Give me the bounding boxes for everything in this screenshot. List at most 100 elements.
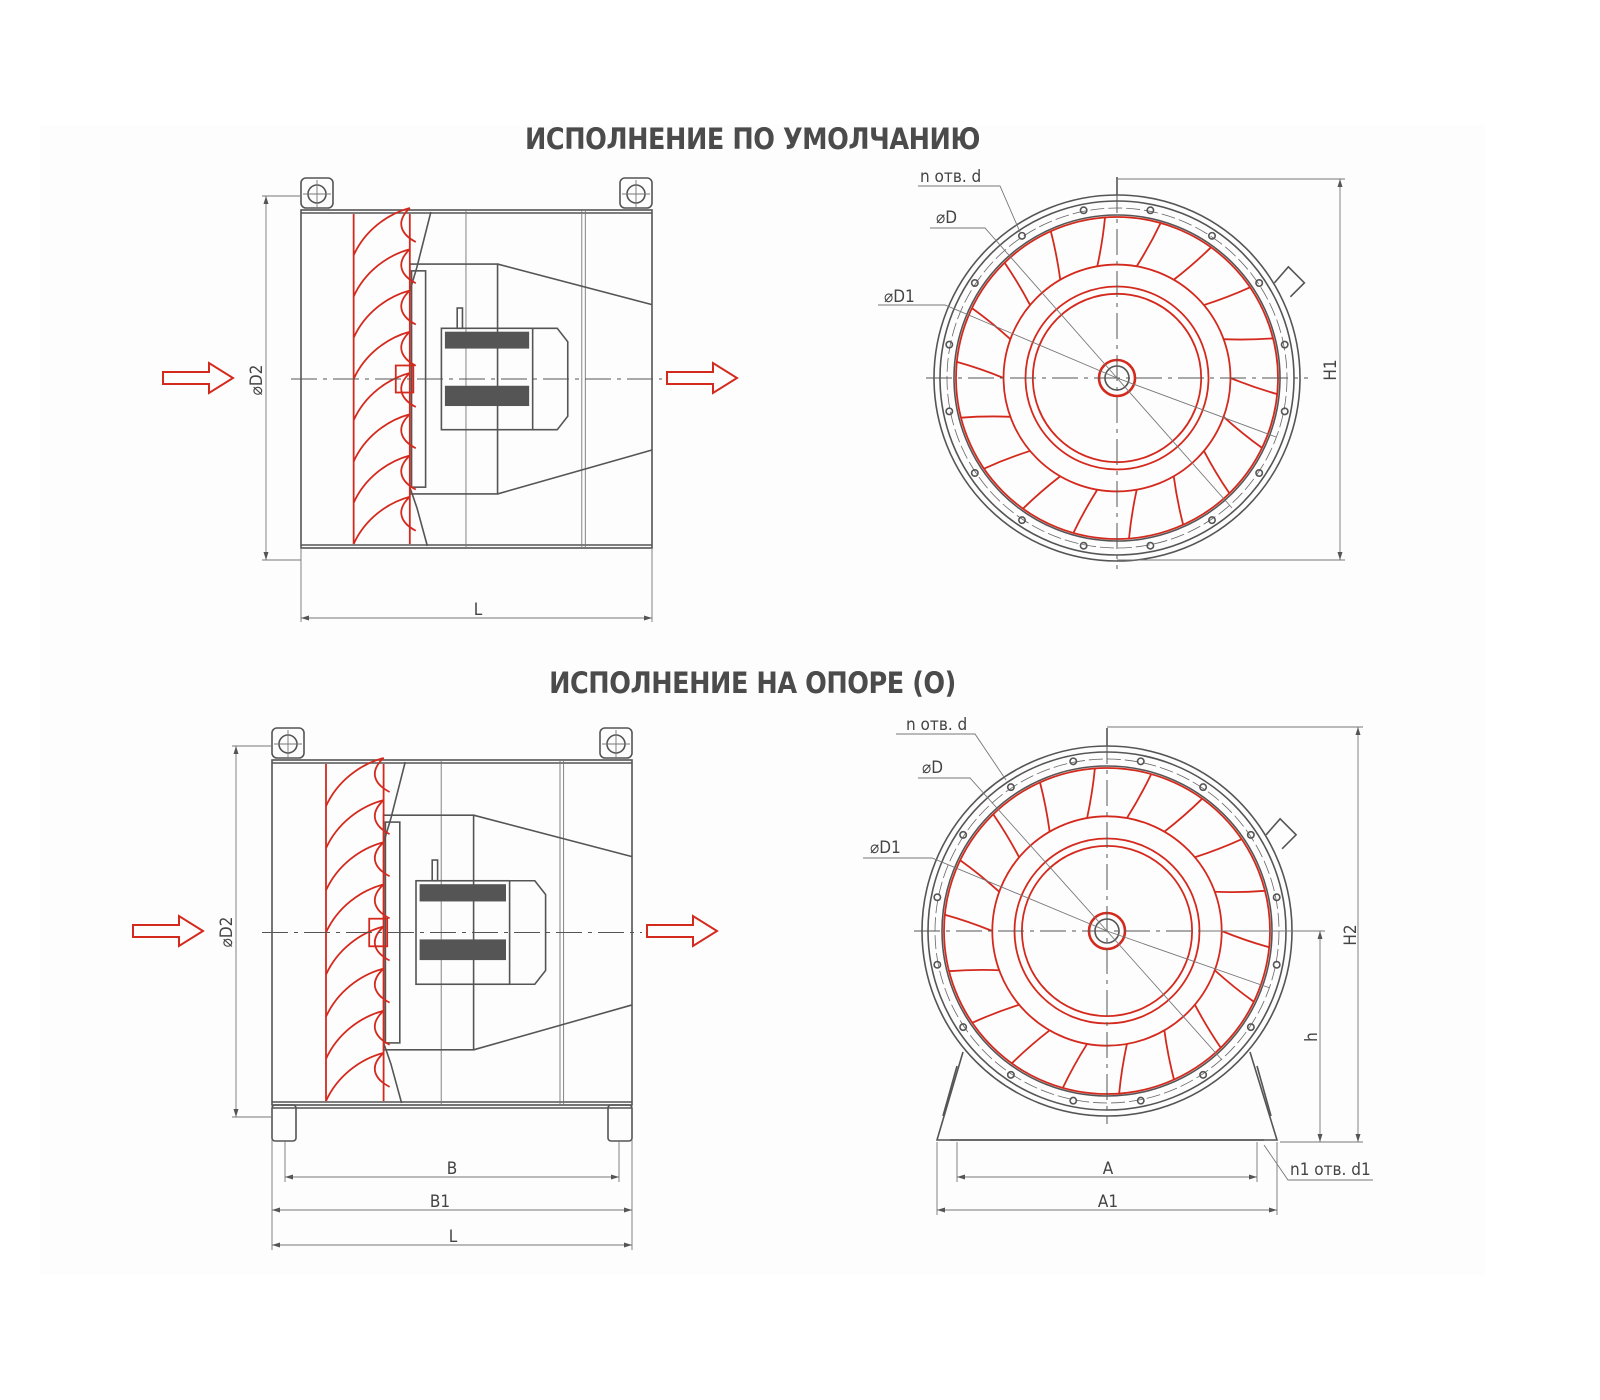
dimension-arrowhead — [1317, 931, 1323, 939]
dimension-arrowhead — [272, 1242, 280, 1248]
impeller-blade — [1086, 768, 1096, 819]
dim-d2-label: ⌀D2 — [217, 917, 237, 948]
impeller-blade — [325, 1009, 391, 1060]
terminal-box — [431, 859, 439, 882]
impeller-blade — [1011, 1029, 1051, 1064]
impeller-blade — [1126, 773, 1153, 819]
side-view-body — [262, 727, 642, 1142]
leader-d1 — [878, 304, 1277, 438]
leader-d — [930, 227, 1233, 509]
bolt-hole-icon — [945, 407, 954, 416]
dimension-arrowhead — [644, 615, 652, 621]
impeller-blade — [352, 454, 417, 504]
impeller-blade — [959, 859, 1000, 893]
impeller-blade — [1203, 286, 1251, 306]
bolt-hole-icon — [1246, 1023, 1255, 1032]
dimension-arrowhead — [957, 1174, 965, 1180]
bolt-hole-icon — [1146, 206, 1155, 215]
impeller-blade — [1049, 231, 1062, 280]
impeller-blade — [1061, 1043, 1088, 1089]
impeller-blade — [352, 330, 417, 380]
dim-h1-label: H1 — [1321, 359, 1341, 380]
bolt-hole-icon — [933, 960, 942, 969]
dimension-arrowhead — [1337, 179, 1343, 187]
bolt-hole-icon — [1255, 469, 1264, 478]
dimension-arrowhead — [1355, 1134, 1361, 1142]
impeller-blade — [1022, 475, 1061, 510]
motor-end-cap — [509, 879, 547, 986]
impeller-blade — [325, 967, 391, 1018]
impeller-blade — [1214, 889, 1266, 893]
impeller-blade — [944, 913, 993, 932]
impeller-blade — [1203, 450, 1231, 494]
impeller-blade — [956, 361, 1004, 379]
dimension-arrowhead — [263, 552, 269, 560]
motor-fins — [419, 884, 506, 902]
bolt-hole-icon — [1272, 960, 1281, 969]
dim-d1-label: ⌀D1 — [884, 287, 915, 307]
impeller-blade — [352, 207, 417, 256]
outlet-arrow-icon — [646, 914, 719, 948]
dimension-arrowhead — [272, 1207, 280, 1213]
dimension-arrowhead — [1269, 1207, 1277, 1213]
leader-foot-holes — [1263, 1144, 1373, 1181]
leader-d — [918, 777, 1223, 1061]
impeller-blade — [1172, 476, 1185, 525]
dim-d1-label: ⌀D1 — [870, 838, 901, 858]
foot-holes-label: n1 отв. d1 — [1290, 1160, 1371, 1180]
impeller-blade — [971, 307, 1011, 340]
dimension-arrowhead — [624, 1207, 632, 1213]
dimension-arrowhead — [1337, 552, 1343, 560]
diffuser-cone — [473, 814, 633, 1051]
bolt-hole-icon — [1069, 757, 1078, 766]
bolt-hole-icon — [1272, 893, 1281, 902]
dim-d-label: ⌀D — [922, 758, 943, 778]
stand-rib — [942, 1065, 958, 1117]
impeller-blade — [983, 450, 1031, 470]
impeller-blade — [971, 1003, 1020, 1024]
dimension-arrowhead — [233, 1109, 239, 1117]
dimension-arrowhead — [1317, 1134, 1323, 1142]
bolt-hole-icon — [970, 469, 979, 478]
bolt-hole-icon — [1079, 206, 1088, 215]
motor-fins — [444, 385, 530, 407]
impeller-blade — [1118, 1043, 1128, 1094]
impeller-blade — [352, 495, 417, 545]
impeller-blade — [325, 841, 391, 891]
impeller-blade — [325, 925, 391, 975]
bolt-hole-icon — [1280, 407, 1289, 416]
dimension-arrowhead — [1249, 1174, 1257, 1180]
impeller-blade — [1163, 798, 1203, 833]
front-view-default — [878, 177, 1345, 569]
diffuser-cone — [497, 263, 653, 495]
impeller-blade — [352, 289, 417, 339]
impeller-blade — [1194, 838, 1243, 859]
bolt-hole-icon — [1079, 541, 1088, 550]
dimension-arrowhead — [611, 1174, 619, 1180]
dimension-arrowhead — [301, 615, 309, 621]
bolt-hole-icon — [1006, 1070, 1015, 1079]
dim-a1-label: A1 — [1098, 1192, 1118, 1212]
dim-l-label: L — [449, 1227, 458, 1247]
side-view-body — [291, 177, 662, 549]
support-foot — [607, 1104, 633, 1142]
dim-b1-label: B1 — [430, 1192, 450, 1212]
bolt-hole-icon — [1199, 1070, 1208, 1079]
title-support-version: ИСПОЛНЕНИЕ НА ОПОРЕ (О) — [549, 666, 956, 700]
holes-label: n отв. d — [906, 715, 967, 735]
impeller-blade — [992, 813, 1020, 858]
dimension-arrowhead — [1355, 727, 1361, 735]
impeller-blade — [352, 248, 417, 297]
bolt-hole-icon — [970, 278, 979, 287]
holes-label: n отв. d — [920, 167, 981, 187]
impeller-blade — [352, 372, 417, 421]
dim-h2-label: H2 — [1341, 924, 1361, 945]
terminal-box — [456, 307, 464, 330]
side-view-support — [132, 727, 719, 1250]
bolt-hole-icon — [1017, 231, 1026, 240]
support-foot — [271, 1104, 297, 1142]
front-view-body — [914, 728, 1300, 1124]
impeller-blade — [1194, 1004, 1222, 1049]
motor-fins — [419, 939, 506, 961]
dim-l-label: L — [474, 600, 483, 620]
